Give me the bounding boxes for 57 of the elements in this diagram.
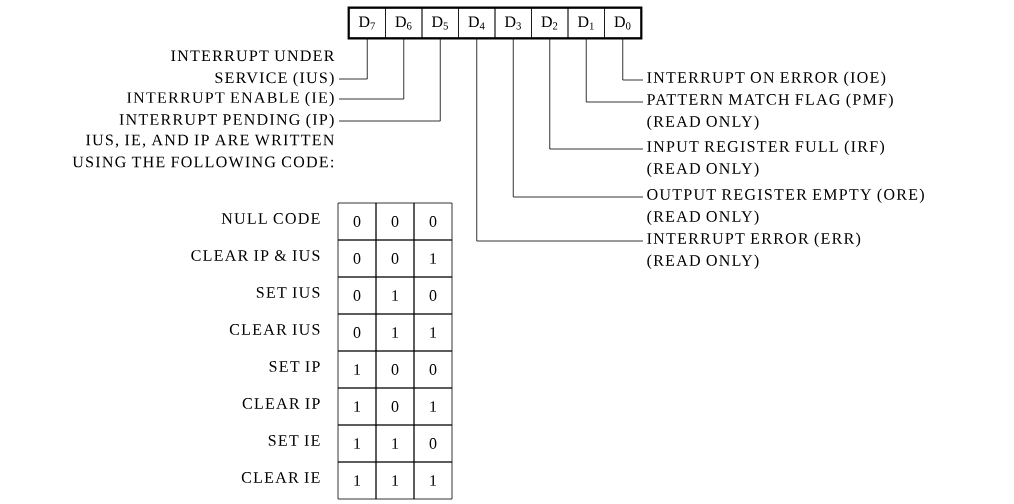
leader-line (338, 37, 405, 100)
table-cell: 0 (337, 202, 377, 241)
bit-cell: D$_{3}$ (494, 7, 532, 39)
note-text: IUS, IE, AND IP ARE WRITTEN USING THE FOLLOWING CODE: (72, 134, 334, 168)
table-cell: 1 (375, 276, 415, 315)
row-label: NULL CODE (221, 213, 320, 224)
table-cell: 1 (375, 424, 415, 463)
field-label: INPUT REGISTER FULL (IRF) (READ ONLY) (647, 140, 885, 178)
leader-line (338, 37, 368, 80)
node-label: D$_{7}$ (358, 16, 376, 30)
field-label: OUTPUT REGISTER EMPTY (ORE) (READ ONLY) (647, 188, 924, 226)
table-cell: 0 (413, 424, 453, 463)
bit-cell: D$_{4}$ (458, 7, 496, 39)
field-label: INTERRUPT ERROR (ERR) (READ ONLY) (647, 232, 861, 270)
leader-line (476, 37, 644, 242)
table-cell: 1 (413, 461, 453, 500)
table-cell: 0 (337, 276, 377, 315)
table-cell: 1 (337, 461, 377, 500)
row-label: CLEAR IP & IUS (191, 250, 320, 261)
table-cell: 1 (413, 313, 453, 352)
field-label: INTERRUPT PENDING (IP) (119, 113, 334, 129)
table-cell: 0 (375, 239, 415, 278)
table-cell: 1 (337, 424, 377, 463)
field-label: INTERRUPT ON ERROR (IOE) (647, 71, 886, 87)
row-label: CLEAR IUS (229, 324, 320, 335)
table-cell: 1 (413, 387, 453, 426)
bit-cell: D$_{1}$ (567, 7, 605, 39)
row-label: CLEAR IE (241, 472, 320, 483)
table-cell: 1 (413, 239, 453, 278)
bit-cell: D$_{6}$ (385, 7, 423, 39)
table-cell: 0 (413, 202, 453, 241)
field-label: PATTERN MATCH FLAG (PMF) (READ ONLY) (647, 93, 893, 131)
leader-line (338, 37, 441, 122)
leader-line (585, 37, 644, 103)
table-cell: 1 (337, 387, 377, 426)
row-label: SET IUS (256, 287, 320, 298)
table-cell: 0 (337, 313, 377, 352)
table-cell: 1 (337, 350, 377, 389)
bit-cell: D$_{5}$ (421, 7, 459, 39)
table-cell: 0 (413, 350, 453, 389)
table-cell: 0 (375, 202, 415, 241)
bit-cell: D$_{0}$ (604, 7, 642, 39)
leader-line (622, 37, 644, 81)
table-cell: 1 (375, 313, 415, 352)
table-cell: 1 (375, 461, 415, 500)
leader-line (512, 37, 644, 198)
field-label: INTERRUPT UNDER SERVICE (IUS) (171, 50, 335, 87)
table-cell: 0 (375, 350, 415, 389)
row-label: CLEAR IP (242, 398, 320, 409)
bit-cell: D$_{2}$ (531, 7, 569, 39)
leader-line (549, 37, 644, 150)
field-label: INTERRUPT ENABLE (IE) (127, 91, 334, 107)
table-cell: 0 (337, 239, 377, 278)
table-cell: 0 (375, 387, 415, 426)
table-cell: 0 (413, 276, 453, 315)
row-label: SET IP (269, 361, 320, 372)
row-label: SET IE (268, 435, 320, 446)
